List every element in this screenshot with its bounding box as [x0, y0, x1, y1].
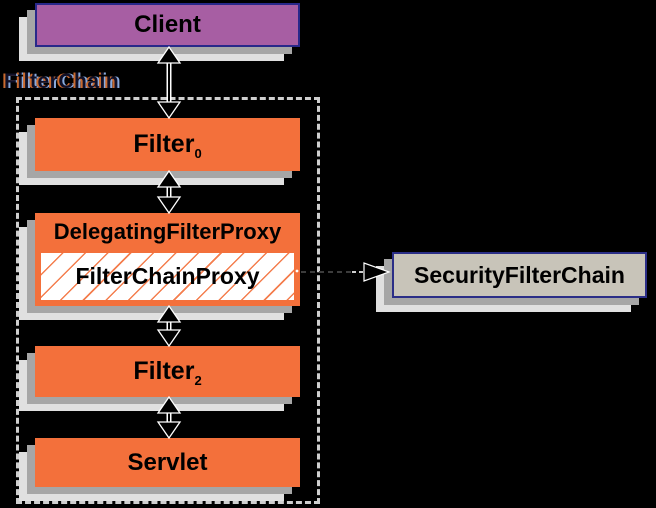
client-label: Client	[134, 11, 201, 38]
filter0-label: Filter0	[133, 130, 202, 161]
filter-chain-proxy-box: FilterChainProxy	[39, 251, 296, 302]
servlet-box: Servlet	[35, 438, 300, 487]
filterchain-group-label: FilterChain	[4, 70, 120, 93]
filter2-subscript: 2	[194, 373, 202, 388]
filter0-subscript: 0	[194, 146, 202, 161]
client-box: Client	[35, 3, 300, 47]
security-filter-chain-label: SecurityFilterChain	[414, 261, 625, 288]
security-filter-chain-box: SecurityFilterChain	[392, 252, 647, 298]
filter2-box: Filter2	[35, 346, 300, 397]
filter2-label: Filter2	[133, 357, 202, 388]
delegating-filter-proxy-label: DelegatingFilterProxy	[53, 219, 282, 244]
filter-chain-proxy-label: FilterChainProxy	[75, 263, 260, 289]
filter0-box: Filter0	[35, 118, 300, 171]
delegating-filter-proxy-box: DelegatingFilterProxy FilterChainProxy	[35, 213, 300, 306]
servlet-label: Servlet	[127, 448, 208, 476]
